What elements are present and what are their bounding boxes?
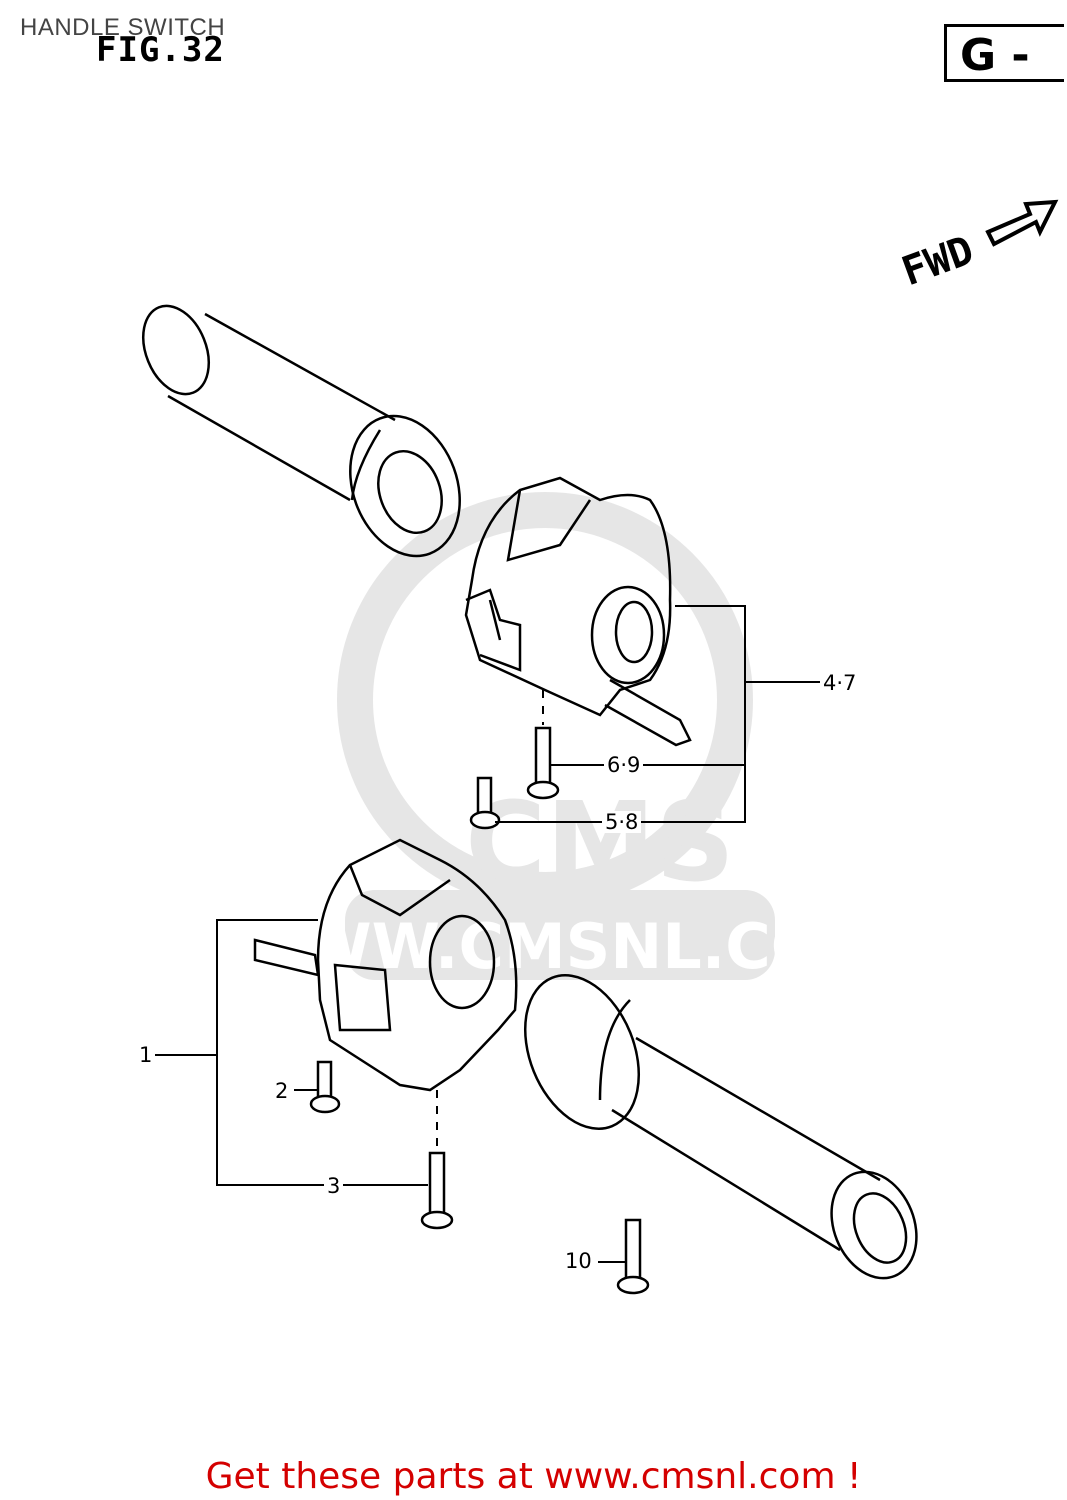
figure-label: FIG.32 xyxy=(96,30,225,70)
left-switch-housing-icon xyxy=(253,838,518,1092)
callout-1: 1 xyxy=(136,1044,156,1066)
watermark: WWW.CMSNL.COM CMS xyxy=(235,492,885,983)
callout-10: 10 xyxy=(562,1250,595,1272)
watermark-url: WWW.CMSNL.COM xyxy=(235,910,885,983)
group-code-box xyxy=(944,24,1064,82)
promo-link[interactable]: Get these parts at www.cmsnl.com ! xyxy=(205,1456,862,1497)
fwd-arrow-icon xyxy=(985,199,1059,247)
callout-6-9: 6·9 xyxy=(604,754,644,776)
center-lines xyxy=(436,690,544,1150)
screw-icon xyxy=(309,726,650,1295)
right-switch-housing-icon xyxy=(464,476,692,747)
leader-lines xyxy=(155,605,820,1263)
group-code: G - xyxy=(960,30,1030,81)
callout-5-8: 5·8 xyxy=(602,811,642,833)
page-title: HANDLE SWITCH xyxy=(20,14,226,41)
left-grip-icon xyxy=(142,304,461,558)
callout-4-7: 4·7 xyxy=(820,672,860,694)
callout-2: 2 xyxy=(272,1080,292,1102)
watermark-logo: CMS xyxy=(465,778,734,906)
callout-3: 3 xyxy=(324,1175,344,1197)
right-grip-icon xyxy=(523,974,918,1280)
